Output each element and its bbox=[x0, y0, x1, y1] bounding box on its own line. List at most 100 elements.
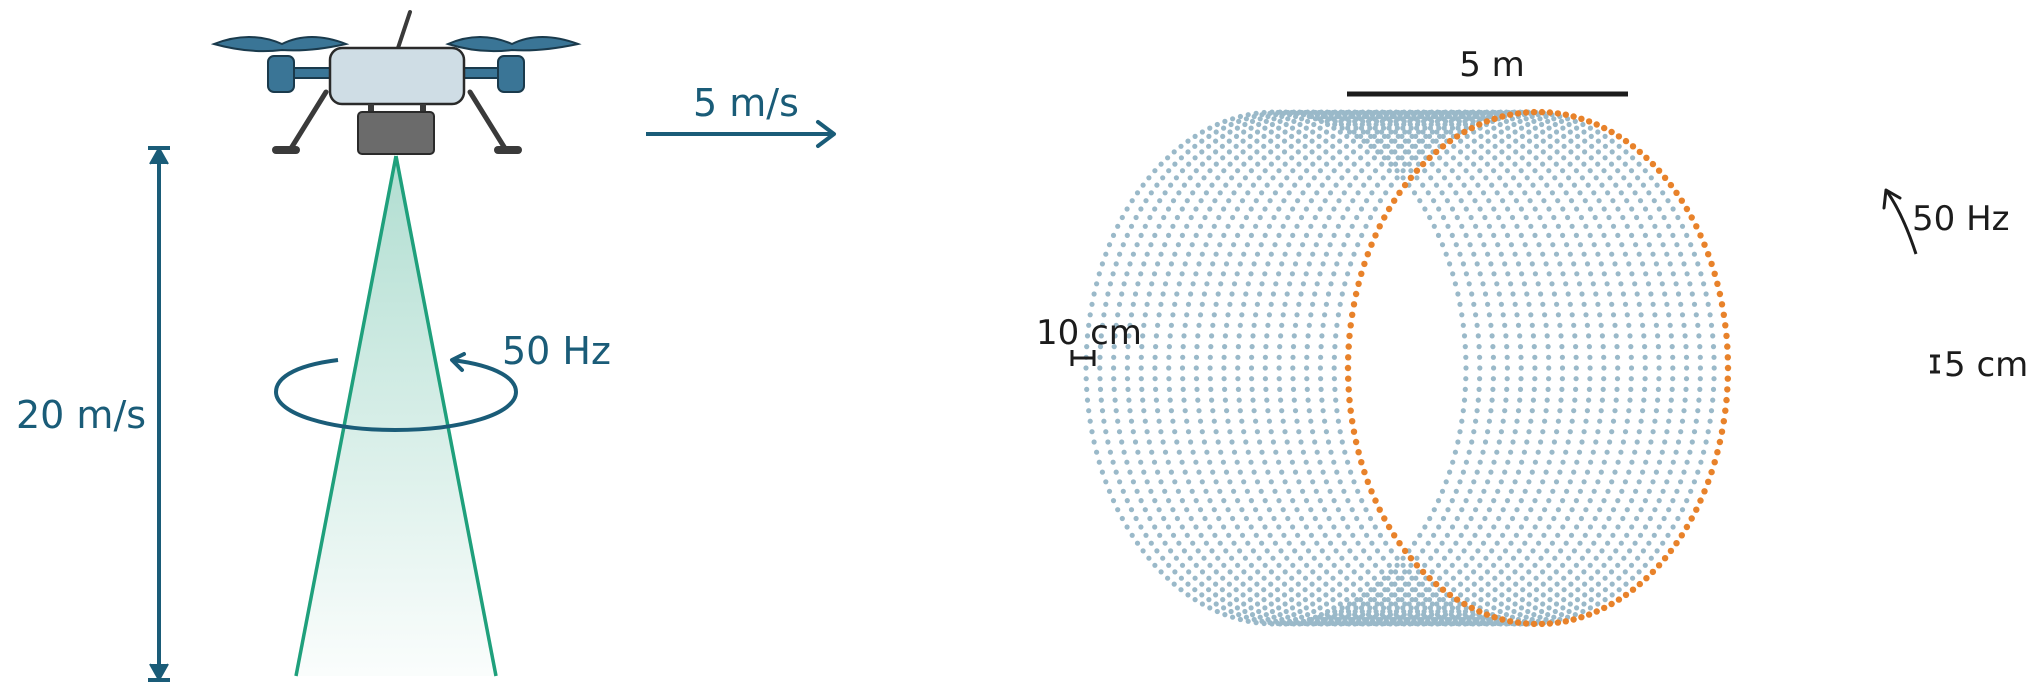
scan-point bbox=[1334, 322, 1340, 328]
scan-point bbox=[1084, 397, 1091, 403]
scan-point bbox=[1488, 469, 1494, 475]
scan-point bbox=[1172, 251, 1178, 257]
scan-point bbox=[1361, 616, 1368, 623]
scan-point bbox=[1221, 354, 1227, 360]
scan-point bbox=[1239, 532, 1246, 538]
scan-point bbox=[1199, 138, 1205, 144]
scan-point bbox=[1337, 601, 1343, 607]
scan-point bbox=[1490, 386, 1496, 392]
scan-point bbox=[1298, 291, 1304, 297]
scan-point bbox=[1358, 605, 1365, 611]
scan-point bbox=[1673, 189, 1680, 196]
scan-point bbox=[1275, 597, 1281, 603]
scan-point bbox=[1512, 129, 1518, 135]
scan-point bbox=[1653, 469, 1659, 475]
scan-point bbox=[1596, 198, 1602, 204]
scan-point bbox=[1557, 408, 1563, 414]
scan-point bbox=[1189, 488, 1195, 494]
scan-point bbox=[1144, 479, 1150, 485]
scan-point bbox=[1121, 281, 1127, 287]
scan-point bbox=[1091, 439, 1097, 445]
scan-point bbox=[1552, 175, 1558, 181]
scan-point bbox=[1518, 605, 1525, 611]
scan-point bbox=[1166, 344, 1172, 350]
scan-point bbox=[1654, 548, 1660, 554]
scan-point bbox=[1356, 112, 1362, 118]
scan-point bbox=[1701, 241, 1708, 248]
scan-point bbox=[1319, 397, 1325, 403]
scan-point bbox=[1531, 118, 1537, 124]
scan-point bbox=[1513, 138, 1519, 144]
scan-point bbox=[1221, 376, 1227, 382]
scan-point bbox=[1225, 312, 1231, 318]
scan-point bbox=[1221, 524, 1227, 530]
scan-point bbox=[1499, 138, 1505, 144]
scan-point bbox=[1673, 449, 1679, 455]
scan-point bbox=[1480, 281, 1486, 287]
scan-point bbox=[1695, 469, 1701, 475]
scan-point bbox=[1490, 344, 1496, 350]
scan-point bbox=[1351, 251, 1357, 257]
scan-point bbox=[1401, 118, 1407, 124]
scan-point bbox=[1444, 149, 1450, 155]
scan-point bbox=[1579, 291, 1585, 297]
scan-point bbox=[1248, 562, 1254, 568]
scan-point bbox=[1413, 167, 1421, 174]
scan-point bbox=[1312, 439, 1318, 445]
scan-point bbox=[1629, 206, 1635, 212]
scan-point bbox=[1587, 562, 1593, 568]
scan-point bbox=[1262, 168, 1268, 174]
scan-point bbox=[1547, 575, 1553, 581]
scan-point bbox=[1470, 612, 1476, 618]
scan-point bbox=[1300, 449, 1306, 455]
scan-point bbox=[1259, 112, 1265, 118]
scan-point bbox=[1499, 581, 1505, 587]
scan-point bbox=[1235, 386, 1241, 392]
lidar-sensor bbox=[357, 111, 435, 155]
scan-point bbox=[1186, 251, 1192, 257]
scan-point bbox=[1383, 190, 1389, 196]
scan-point bbox=[1286, 190, 1292, 196]
scan-point bbox=[1213, 569, 1219, 575]
scan-point bbox=[1667, 408, 1673, 414]
scan-point bbox=[1332, 344, 1338, 350]
scan-point bbox=[1287, 281, 1293, 287]
scan-point bbox=[1498, 129, 1504, 135]
scan-point bbox=[1345, 524, 1351, 530]
scan-point bbox=[1209, 397, 1215, 403]
scan-point bbox=[1514, 418, 1520, 424]
scan-point bbox=[1426, 154, 1433, 161]
scan-point bbox=[1532, 365, 1538, 371]
scan-point bbox=[1555, 532, 1561, 538]
scan-point bbox=[1634, 439, 1640, 445]
scan-point bbox=[1580, 608, 1586, 615]
scan-point bbox=[1124, 271, 1130, 277]
scan-point bbox=[1221, 168, 1227, 174]
scan-point bbox=[1128, 418, 1135, 424]
scan-point bbox=[1268, 129, 1274, 135]
scan-point bbox=[1489, 182, 1495, 188]
scan-point bbox=[1608, 569, 1615, 575]
scan-point bbox=[1368, 241, 1375, 248]
scan-point bbox=[1624, 223, 1630, 229]
scan-point bbox=[1514, 507, 1520, 513]
scan-point bbox=[1124, 498, 1130, 504]
scan-point bbox=[1491, 168, 1497, 174]
scan-point bbox=[1526, 581, 1533, 587]
scan-point bbox=[1505, 459, 1511, 465]
scan-point bbox=[1519, 597, 1525, 603]
scan-point bbox=[1408, 168, 1414, 174]
scan-point bbox=[1539, 121, 1545, 128]
scan-point bbox=[1179, 562, 1186, 568]
scan-point bbox=[1413, 133, 1419, 139]
scan-point bbox=[1325, 555, 1331, 561]
scan-point bbox=[1358, 125, 1365, 131]
scan-point bbox=[1531, 612, 1537, 618]
scan-point bbox=[1589, 143, 1595, 149]
scan-point bbox=[1276, 562, 1282, 568]
scan-point bbox=[1259, 449, 1265, 455]
scan-point bbox=[1227, 251, 1233, 257]
scan-point bbox=[1361, 260, 1368, 268]
scan-point bbox=[1207, 232, 1213, 238]
